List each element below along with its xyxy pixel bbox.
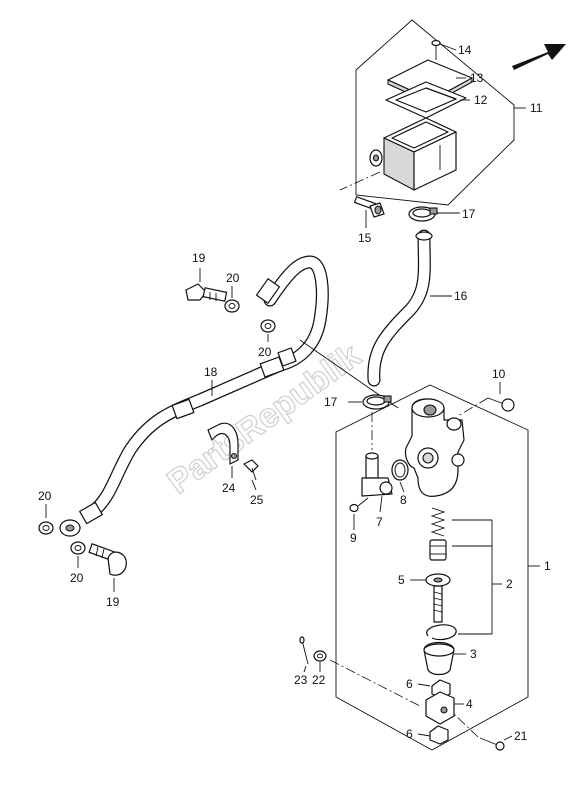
piston-part-2 (425, 573, 451, 623)
callout-3: 3 (470, 647, 477, 661)
circlip-part-2 (426, 624, 457, 641)
washer-part-20-a (224, 299, 240, 313)
hose-clamp-part-17-top (408, 206, 438, 222)
banjo-bolt-part-19-upper (185, 283, 228, 302)
clevis-pin-part-21 (479, 737, 505, 751)
reservoir-body-part-11 (369, 117, 457, 191)
callout-23: 23 (294, 673, 308, 687)
callout-6-lower: 6 (406, 727, 413, 741)
callout-11: 11 (530, 101, 543, 115)
callout-19-upper: 19 (192, 251, 206, 265)
master-cylinder-body (404, 398, 465, 497)
callout-5: 5 (398, 573, 405, 587)
callout-17-top: 17 (462, 207, 476, 221)
bolt-part-10 (487, 397, 515, 412)
o-ring-part-8 (391, 459, 409, 481)
watermark: PartsRepublik (160, 336, 367, 501)
hose-bracket-part-24 (207, 422, 239, 465)
callout-8: 8 (400, 493, 407, 507)
hose-clamp-part-17-lower (362, 394, 392, 410)
callout-20-c: 20 (38, 489, 52, 503)
washer-part-20-b (260, 319, 276, 333)
reservoir-assembly-box (355, 19, 515, 206)
callout-4: 4 (466, 697, 473, 711)
master-cylinder-box (335, 384, 529, 751)
callout-16: 16 (454, 289, 468, 303)
callout-9: 9 (350, 531, 357, 545)
callout-21: 21 (514, 729, 528, 743)
kit-bracket (452, 519, 493, 635)
callout-13: 13 (470, 71, 484, 85)
callout-20-d: 20 (70, 571, 84, 585)
callout-24: 24 (222, 481, 236, 495)
push-rod-clevis-part-4 (425, 691, 455, 725)
screw-part-14 (431, 39, 441, 60)
piston-seal-part-2 (429, 539, 447, 561)
reservoir-hose-part-16 (367, 229, 433, 387)
banjo-bolt-part-19-lower (88, 543, 127, 576)
callout-12: 12 (474, 93, 488, 107)
callout-14: 14 (458, 43, 472, 57)
leader-lines (45, 43, 540, 741)
callout-20-b: 20 (258, 345, 272, 359)
callout-22: 22 (312, 673, 326, 687)
callout-17-lower: 17 (324, 395, 338, 409)
cotter-pin-part-23 (299, 636, 309, 665)
callout-15: 15 (358, 231, 372, 245)
callout-6-upper: 6 (406, 677, 413, 691)
brake-hose-part-18 (59, 255, 329, 537)
bolt-part-15 (353, 196, 385, 218)
bolt-part-25 (243, 459, 259, 481)
boot-part-3 (423, 641, 455, 676)
hose-union-part-7 (361, 452, 393, 497)
washer-part-20-d (70, 541, 86, 555)
callout-labels: 14 13 12 11 17 15 16 19 20 20 18 17 10 2… (38, 43, 551, 743)
callout-20-a: 20 (226, 271, 240, 285)
front-direction-arrow (512, 44, 566, 70)
washer-part-20-c (38, 521, 54, 535)
spring-part-2 (430, 507, 446, 537)
nut-part-6-lower (429, 725, 449, 745)
diaphragm-part-12 (385, 81, 467, 119)
screw-part-9 (349, 497, 369, 513)
callout-7: 7 (376, 515, 383, 529)
washer-part-22 (313, 650, 327, 662)
callout-18: 18 (204, 365, 218, 379)
callout-1: 1 (544, 559, 551, 573)
callout-19-lower: 19 (106, 595, 120, 609)
callout-25: 25 (250, 493, 264, 507)
callout-2: 2 (506, 577, 513, 591)
callout-10: 10 (492, 367, 506, 381)
